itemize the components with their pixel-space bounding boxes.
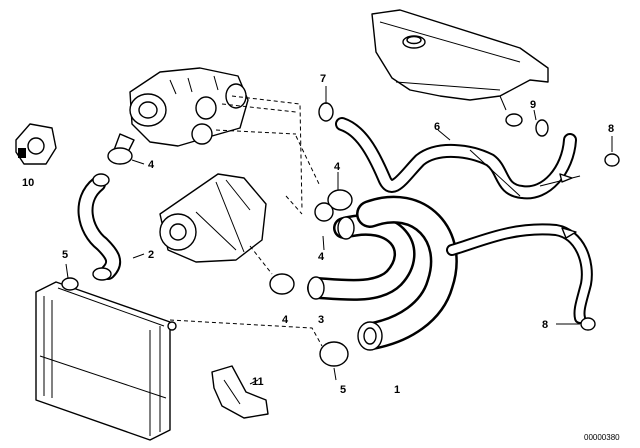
callout-5-bottom: 5	[340, 384, 346, 396]
expansion-tank	[371, 9, 549, 111]
diagram-code: 00000380	[584, 433, 620, 442]
clamp-4-center-lower	[314, 202, 334, 222]
callout-4-upper-left: 4	[148, 159, 155, 171]
callout-8-upper: 8	[608, 123, 614, 135]
hose-1	[356, 195, 593, 351]
hose-6	[335, 117, 581, 200]
hose-3	[307, 213, 416, 301]
callout-3: 3	[318, 314, 324, 326]
water-pump	[159, 173, 267, 263]
hose-2	[77, 173, 122, 281]
thermostat-housing	[113, 67, 249, 157]
callout-7: 7	[320, 73, 326, 85]
clamp-5-radiator	[61, 277, 79, 291]
bracket-10	[15, 123, 57, 165]
callout-4-bottom: 4	[282, 314, 289, 326]
clamp-8-upper	[604, 153, 620, 167]
clamp-5-bottom	[319, 341, 349, 367]
callout-11: 11	[252, 376, 264, 388]
clamp-8-lower	[580, 317, 596, 331]
callout-5-radiator: 5	[62, 249, 68, 261]
clamp-9-fitting	[505, 113, 523, 127]
reference-lines	[169, 95, 323, 347]
radiator	[35, 281, 177, 441]
callout-8-lower: 8	[542, 319, 548, 331]
leader-lines	[65, 86, 613, 385]
clamp-4-upper-left	[107, 147, 133, 165]
callout-6: 6	[434, 121, 440, 133]
clamp-4-bottom	[269, 273, 295, 295]
clamp-9	[535, 119, 549, 137]
callout-1: 1	[394, 384, 400, 396]
callout-labels: 1 2 3 4 4 4 4 5 5 6 7 8 8 9 10 11	[22, 73, 614, 396]
holder-11	[211, 365, 269, 419]
callout-10: 10	[22, 177, 34, 189]
callout-4-center-lower: 4	[318, 251, 325, 263]
clamp-7	[318, 102, 334, 122]
clamp-4-center-upper	[327, 189, 353, 211]
callout-9: 9	[530, 99, 536, 111]
hose-clamps	[61, 102, 620, 367]
callout-2: 2	[148, 249, 154, 261]
callout-4-center-upper: 4	[334, 161, 341, 173]
